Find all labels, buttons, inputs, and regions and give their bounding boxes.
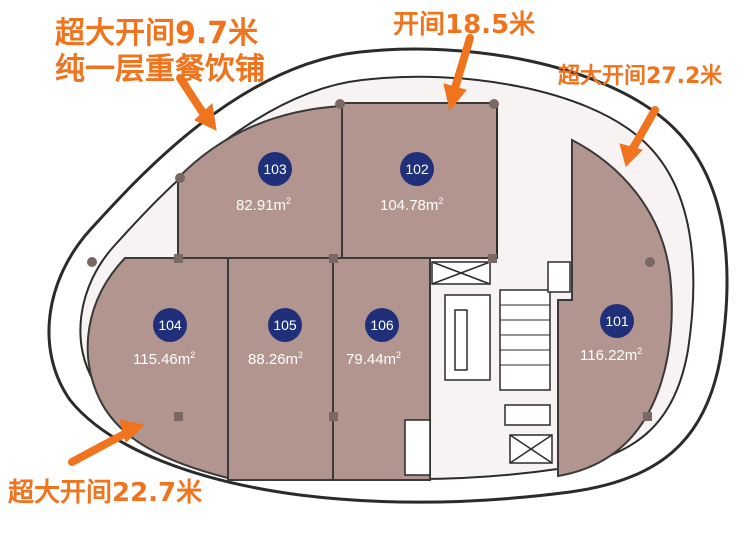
unit-102-area: 104.78m2 bbox=[380, 196, 444, 214]
unit-104-area: 115.46m2 bbox=[133, 350, 196, 368]
callout-top-left-line1: 超大开间9.7米 bbox=[55, 16, 259, 51]
unit-104-badge: 104 bbox=[153, 308, 187, 342]
unit-106-area: 79.44m2 bbox=[346, 350, 402, 368]
unit-106-badge: 106 bbox=[365, 308, 399, 342]
unit-101-badge: 101 bbox=[600, 304, 634, 338]
callout-bottom-left: 超大开间22.7米 bbox=[8, 478, 203, 508]
unit-101-area: 116.22m2 bbox=[580, 346, 643, 364]
callout-top-center: 开间18.5米 bbox=[393, 10, 536, 40]
columns bbox=[87, 99, 655, 421]
unit-103-badge: 103 bbox=[258, 152, 292, 186]
unit-105-badge: 105 bbox=[268, 308, 302, 342]
unit-105-area: 88.26m2 bbox=[248, 350, 304, 368]
unit-102-badge: 102 bbox=[400, 152, 434, 186]
callout-arrows bbox=[68, 34, 659, 466]
unit-105-shape bbox=[227, 257, 334, 481]
unit-103-area: 82.91m2 bbox=[236, 196, 292, 214]
callout-top-left-line2: 纯一层重餐饮铺 bbox=[55, 52, 265, 87]
callout-top-right: 超大开间27.2米 bbox=[558, 64, 723, 89]
core-stairs bbox=[404, 103, 571, 476]
